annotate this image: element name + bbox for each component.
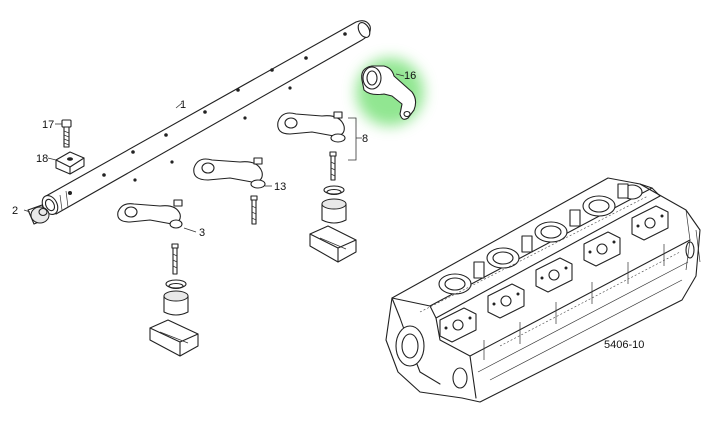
cylinder-bays [438, 183, 669, 343]
rocker-arm-assembly-13[interactable] [193, 157, 266, 225]
shaft-plug[interactable] [27, 204, 50, 225]
callout-2: 2 [12, 205, 18, 217]
callout-13: 13 [274, 181, 286, 193]
rocker-arm-assembly-8[interactable] [277, 111, 357, 263]
leader-2 [23, 209, 31, 213]
leader-16 [395, 73, 405, 77]
callout-16: 16 [404, 70, 416, 82]
figure-code: 5406-10 [604, 339, 644, 351]
callout-17: 17 [42, 119, 54, 131]
callout-8: 8 [362, 133, 368, 145]
cylinder-head [385, 177, 701, 403]
leader-8 [348, 117, 362, 161]
leader-18 [47, 157, 57, 161]
bolt[interactable] [61, 119, 72, 148]
callout-1: 1 [180, 99, 186, 111]
rocker-arm-assembly-3[interactable] [117, 199, 199, 357]
part-16-bracket[interactable] [361, 65, 417, 120]
callout-18: 18 [36, 153, 48, 165]
leader-3 [183, 227, 197, 233]
rocker-shaft[interactable] [39, 20, 372, 218]
shaft-support-block[interactable] [55, 151, 85, 175]
callout-3: 3 [199, 227, 205, 239]
leader-1 [175, 102, 183, 109]
